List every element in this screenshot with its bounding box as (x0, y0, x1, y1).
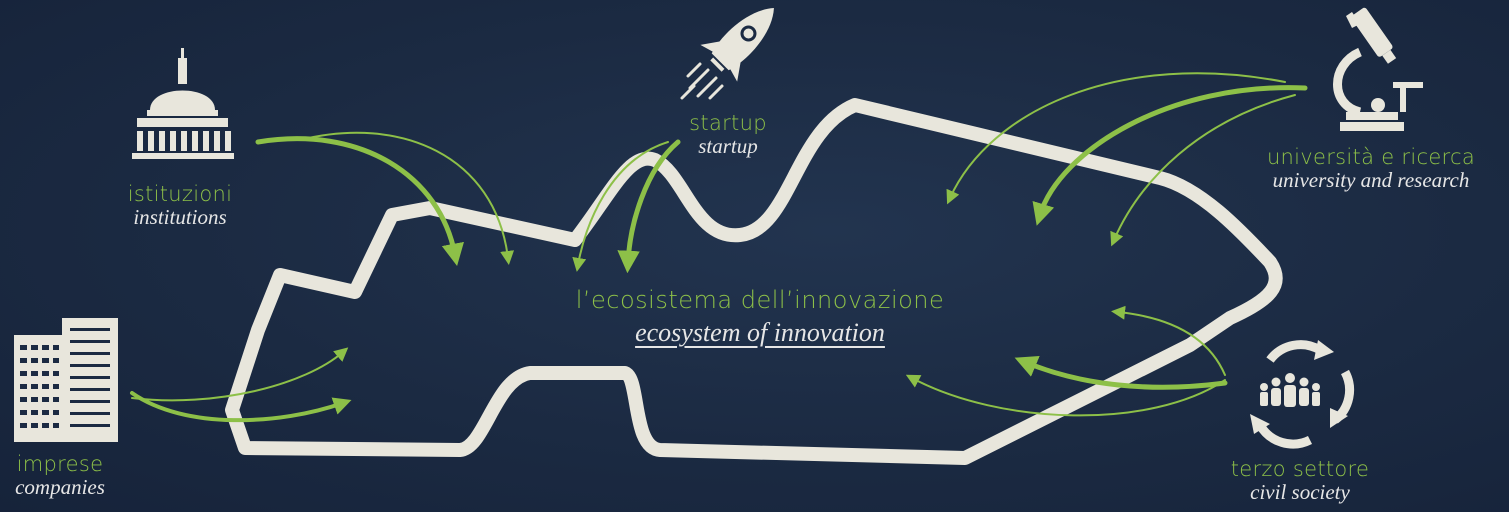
university-label-it: università e ricerca (1266, 145, 1476, 169)
startup-label-it: startup (689, 111, 767, 135)
institutions-label-en: institutions (133, 205, 227, 229)
third-sector-label-it: terzo settore (1230, 457, 1370, 481)
university-label-en: university and research (1272, 168, 1470, 192)
arrow-companies-2 (131, 347, 349, 402)
arrow-university-2 (946, 72, 1286, 205)
arrow-civil-1 (1014, 355, 1228, 390)
center-label-it: l’ecosistema dell’innovazione (575, 286, 945, 314)
institutions-label: istituzioni institutions (70, 182, 290, 228)
ecosystem-outline (225, 98, 1283, 465)
microscope-icon (1333, 7, 1423, 131)
arrow-university-3 (1110, 94, 1296, 247)
arrow-institutions-2 (299, 131, 515, 265)
arrow-startup-2 (572, 141, 669, 272)
arrow-startup-1 (617, 139, 681, 274)
third-sector-label-en: civil society (1250, 480, 1350, 504)
companies-label: imprese companies (0, 452, 150, 498)
arrow-university-1 (1032, 85, 1308, 226)
capitol-dome-icon (132, 48, 234, 159)
office-buildings-icon (14, 318, 118, 442)
rocket-icon (680, 8, 774, 100)
institutions-label-it: istituzioni (127, 182, 233, 206)
companies-label-it: imprese (16, 452, 104, 476)
center-label-en: ecosystem of innovation (635, 318, 885, 347)
arrow-companies-1 (130, 391, 352, 423)
startup-label: startup startup (628, 111, 828, 157)
circular-arrows-people-icon (1250, 340, 1355, 449)
arrow-civil-2 (905, 374, 1226, 417)
influence-arrows (130, 72, 1308, 423)
third-sector-label: terzo settore civil society (1200, 457, 1400, 503)
arrow-civil-3 (1111, 305, 1226, 376)
startup-label-en: startup (698, 134, 758, 158)
university-label: università e ricerca university and rese… (1236, 145, 1506, 191)
center-label: l’ecosistema dell’innovazione ecosystem … (520, 286, 1000, 348)
arrow-institutions-1 (255, 136, 464, 267)
companies-label-en: companies (15, 475, 105, 499)
